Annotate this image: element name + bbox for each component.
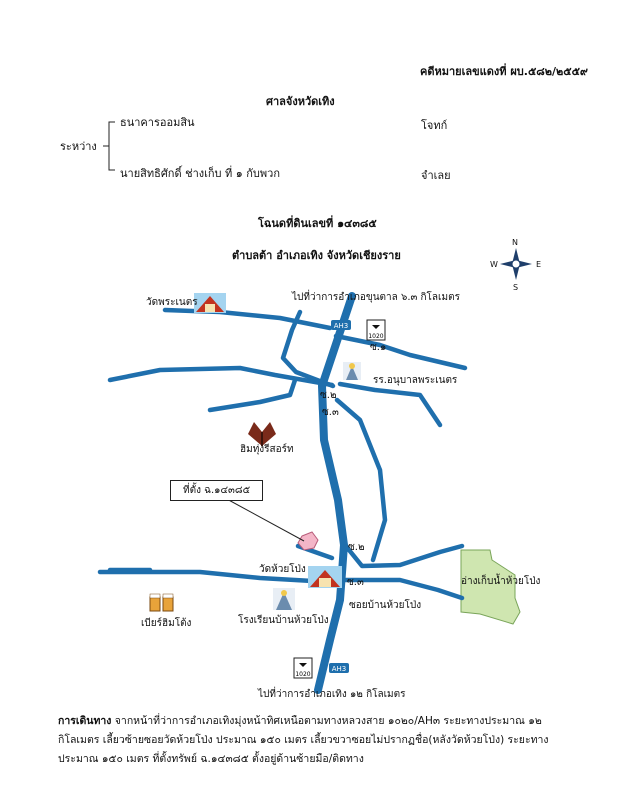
road-left-branch: [207, 377, 298, 413]
route-1020-shield-top: 1020: [366, 319, 386, 341]
label-resort: ฮิมทุ่งรีสอร์ท: [240, 444, 294, 455]
case-number: คดีหมายเลขแดงที่ ผบ.๕๘๒/๒๕๕๙: [420, 65, 588, 78]
road-north-west: [162, 307, 333, 331]
between-bracket: [103, 121, 115, 171]
compass-s: S: [513, 283, 519, 292]
road-west-mid: [107, 365, 335, 388]
location-title: ตำบลต้า อำเภอเทิง จังหวัดเชียงราย: [232, 249, 401, 262]
compass-n: N: [512, 238, 518, 247]
label-kindergarten: รร.อนุบาลพระเนตร: [373, 375, 458, 386]
road-east-curve: [334, 397, 388, 563]
label-to-khun-tan: ไปที่ว่าการอำเภอขุนตาล ๖.๓ กิโลเมตร: [292, 292, 460, 303]
resort-icon: [248, 422, 276, 446]
travel-text: จากหน้าที่ว่าการอำเภอเทิงมุ่งหน้าทิศเหนื…: [58, 715, 549, 765]
road-soi1: [333, 333, 468, 371]
road-soi2-bottom: [342, 542, 465, 569]
travel-directions: การเดินทาง จากหน้าที่ว่าการอำเภอเทิงมุ่ง…: [58, 712, 578, 769]
ah3-badge-top: [331, 320, 351, 330]
ah3-badge-top-text: AH3: [334, 322, 349, 330]
beer-icon: [149, 593, 174, 612]
label-to-thoeng: ไปที่ว่าการอำเภอเทิง ๑๒ กิโลเมตร: [258, 689, 406, 700]
school-icon-kindergarten: [343, 362, 361, 380]
road-east-lower: [342, 577, 465, 601]
label-soi2-top: ซ.๒: [320, 390, 337, 401]
reservoir-area: [460, 549, 521, 625]
site-label-box: ที่ตั้ง ฉ.๑๔๓๘๕: [170, 480, 264, 501]
route-1020-shield-bottom: 1020: [293, 657, 313, 679]
label-soi3-bottom: ซ.๓: [347, 577, 364, 588]
between-label: ระหว่าง: [60, 140, 97, 153]
label-soi1: ซ.๑: [370, 342, 387, 353]
label-wat-phra-net: วัดพระเนตร: [146, 297, 198, 308]
plaintiff-name: ธนาคารออมสิน: [120, 116, 195, 129]
ah3-badge-bottom: [329, 663, 349, 673]
defendant-role: จำเลย: [421, 169, 451, 182]
label-reservoir: อ่างเก็บน้ำห้วยโป่ง: [461, 576, 541, 587]
site-leader-line: [224, 497, 305, 542]
road-soi2-top: [280, 309, 336, 389]
temple-icon-wat-huai-pong: [308, 566, 342, 588]
site-marker: [297, 531, 319, 551]
label-school: โรงเรียนบ้านห้วยโป่ง: [238, 615, 329, 626]
compass-rose: [500, 248, 532, 280]
label-soi-ban-huai-pong: ซอยบ้านห้วยโป่ง: [349, 600, 422, 611]
compass-w: W: [490, 260, 498, 269]
route-1020-bottom-text: 1020: [295, 671, 310, 678]
route-1020-top-text: 1020: [368, 333, 383, 340]
compass-e: E: [536, 260, 542, 269]
plaintiff-role: โจทก์: [421, 119, 448, 132]
highway-ah3: [314, 292, 356, 694]
defendant-name: นายสิทธิศักดิ์ ช่างเก็บ ที่ ๑ กับพวก: [120, 167, 280, 180]
school-icon-huai-pong: [273, 588, 295, 610]
ah3-badge-bottom-text: AH3: [332, 665, 347, 673]
label-soi3-top: ซ.๓: [322, 407, 339, 418]
deed-title: โฉนดที่ดินเลขที่ ๑๔๓๘๕: [258, 217, 377, 230]
label-soi2-bottom: ซ.๒: [348, 542, 365, 553]
temple-icon-wat-phra-net: [194, 293, 226, 313]
travel-heading: การเดินทาง: [58, 715, 112, 727]
road-east-top: [337, 381, 443, 428]
label-beer-shop: เบียร์ฮิมโต้ง: [141, 618, 192, 629]
label-wat-huai-pong: วัดห้วยโป่ง: [259, 564, 306, 575]
court-name: ศาลจังหวัดเทิง: [266, 95, 335, 108]
